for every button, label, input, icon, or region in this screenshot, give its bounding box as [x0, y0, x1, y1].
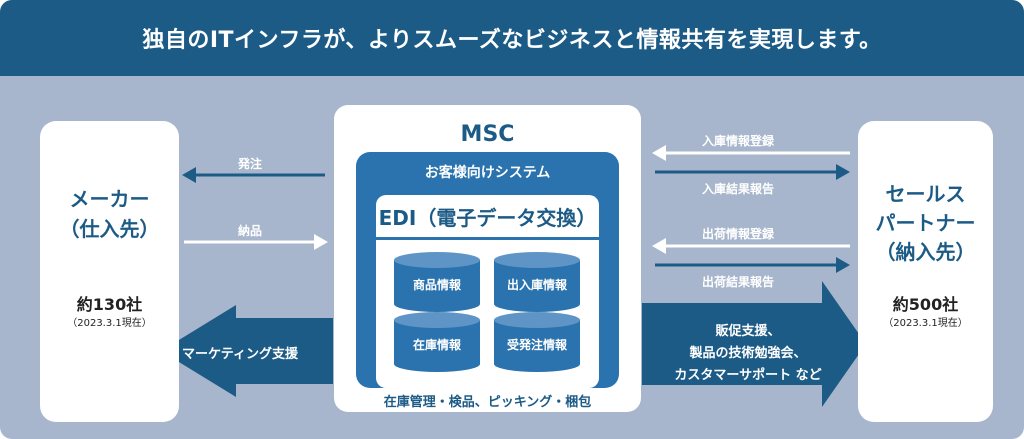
inbound-report-label: 入庫結果報告 [702, 182, 775, 196]
msc-box: MSC お客様向けシステム EDI（電子データ交換） 商品情報 [334, 105, 641, 412]
header-title: 独自のITインフラが、よりスムーズなビジネスと情報共有を実現します。 [142, 28, 882, 53]
edi-label: EDI（電子データ交換） [378, 205, 597, 230]
maker-count: 約130社 [76, 295, 143, 314]
order-arrow [182, 167, 325, 183]
edi-label-box: EDI（電子データ交換） [376, 195, 599, 237]
marketing-support-label: マーケティング支援 [182, 347, 298, 362]
database-label-orders: 受発注情報 [506, 338, 567, 352]
header-banner: 独自のITインフラが、よりスムーズなビジネスと情報共有を実現します。 [0, 0, 1024, 76]
database-icon [494, 252, 580, 372]
database-label-product: 商品情報 [412, 278, 461, 292]
msc-title: MSC [460, 122, 515, 147]
inbound-report-arrow [655, 164, 850, 180]
partner-title-line-3: （納入先） [875, 240, 976, 264]
database-stack-2: 出入庫情報 受発注情報 [494, 252, 580, 376]
partner-title-line-1: セールス [885, 182, 966, 206]
database-label-stock: 在庫情報 [412, 338, 461, 352]
customer-system-panel: お客様向けシステム EDI（電子データ交換） 商品情報 在庫情報 [356, 152, 619, 388]
customer-system-label: お客様向けシステム [424, 165, 551, 181]
partner-title-line-2: パートナー [875, 211, 976, 235]
maker-box: メーカー （仕入先） 約130社 （2023.3.1現在） [40, 121, 179, 422]
maker-date: （2023.3.1現在） [67, 318, 152, 329]
outbound-register-arrow [652, 238, 850, 254]
database-label-inout: 出入庫情報 [506, 278, 567, 292]
partner-box: セールス パートナー （納入先） 約500社 （2023.3.1現在） [858, 121, 993, 422]
database-area: 商品情報 在庫情報 出入庫情報 受発注情報 [376, 240, 599, 388]
sales-support-label-3: カスタマーサポート など [674, 368, 822, 383]
partner-date: （2023.3.1現在） [883, 318, 968, 329]
outbound-report-arrow [655, 257, 850, 273]
partner-count: 約500社 [892, 295, 959, 314]
maker-title-line-2: （仕入先） [59, 217, 160, 241]
outbound-register-label: 出荷情報登録 [702, 227, 775, 241]
delivery-arrow [184, 234, 328, 250]
sales-support-label-1: 販促支援、 [715, 324, 781, 339]
sales-support-arrow [642, 281, 866, 407]
database-icon [394, 252, 480, 372]
delivery-label: 納品 [238, 224, 263, 238]
maker-title-line-1: メーカー [69, 187, 150, 211]
msc-operations-text: 在庫管理・検品、ピッキング・梱包 [383, 395, 592, 410]
inbound-register-arrow [652, 145, 850, 161]
sales-support-label-2: 製品の技術勉強会、 [689, 346, 807, 361]
database-stack-1: 商品情報 在庫情報 [394, 252, 480, 376]
order-label: 発注 [238, 157, 263, 171]
outbound-report-label: 出荷結果報告 [702, 275, 775, 289]
inbound-register-label: 入庫情報登録 [702, 134, 775, 148]
marketing-support-arrow [161, 305, 333, 397]
